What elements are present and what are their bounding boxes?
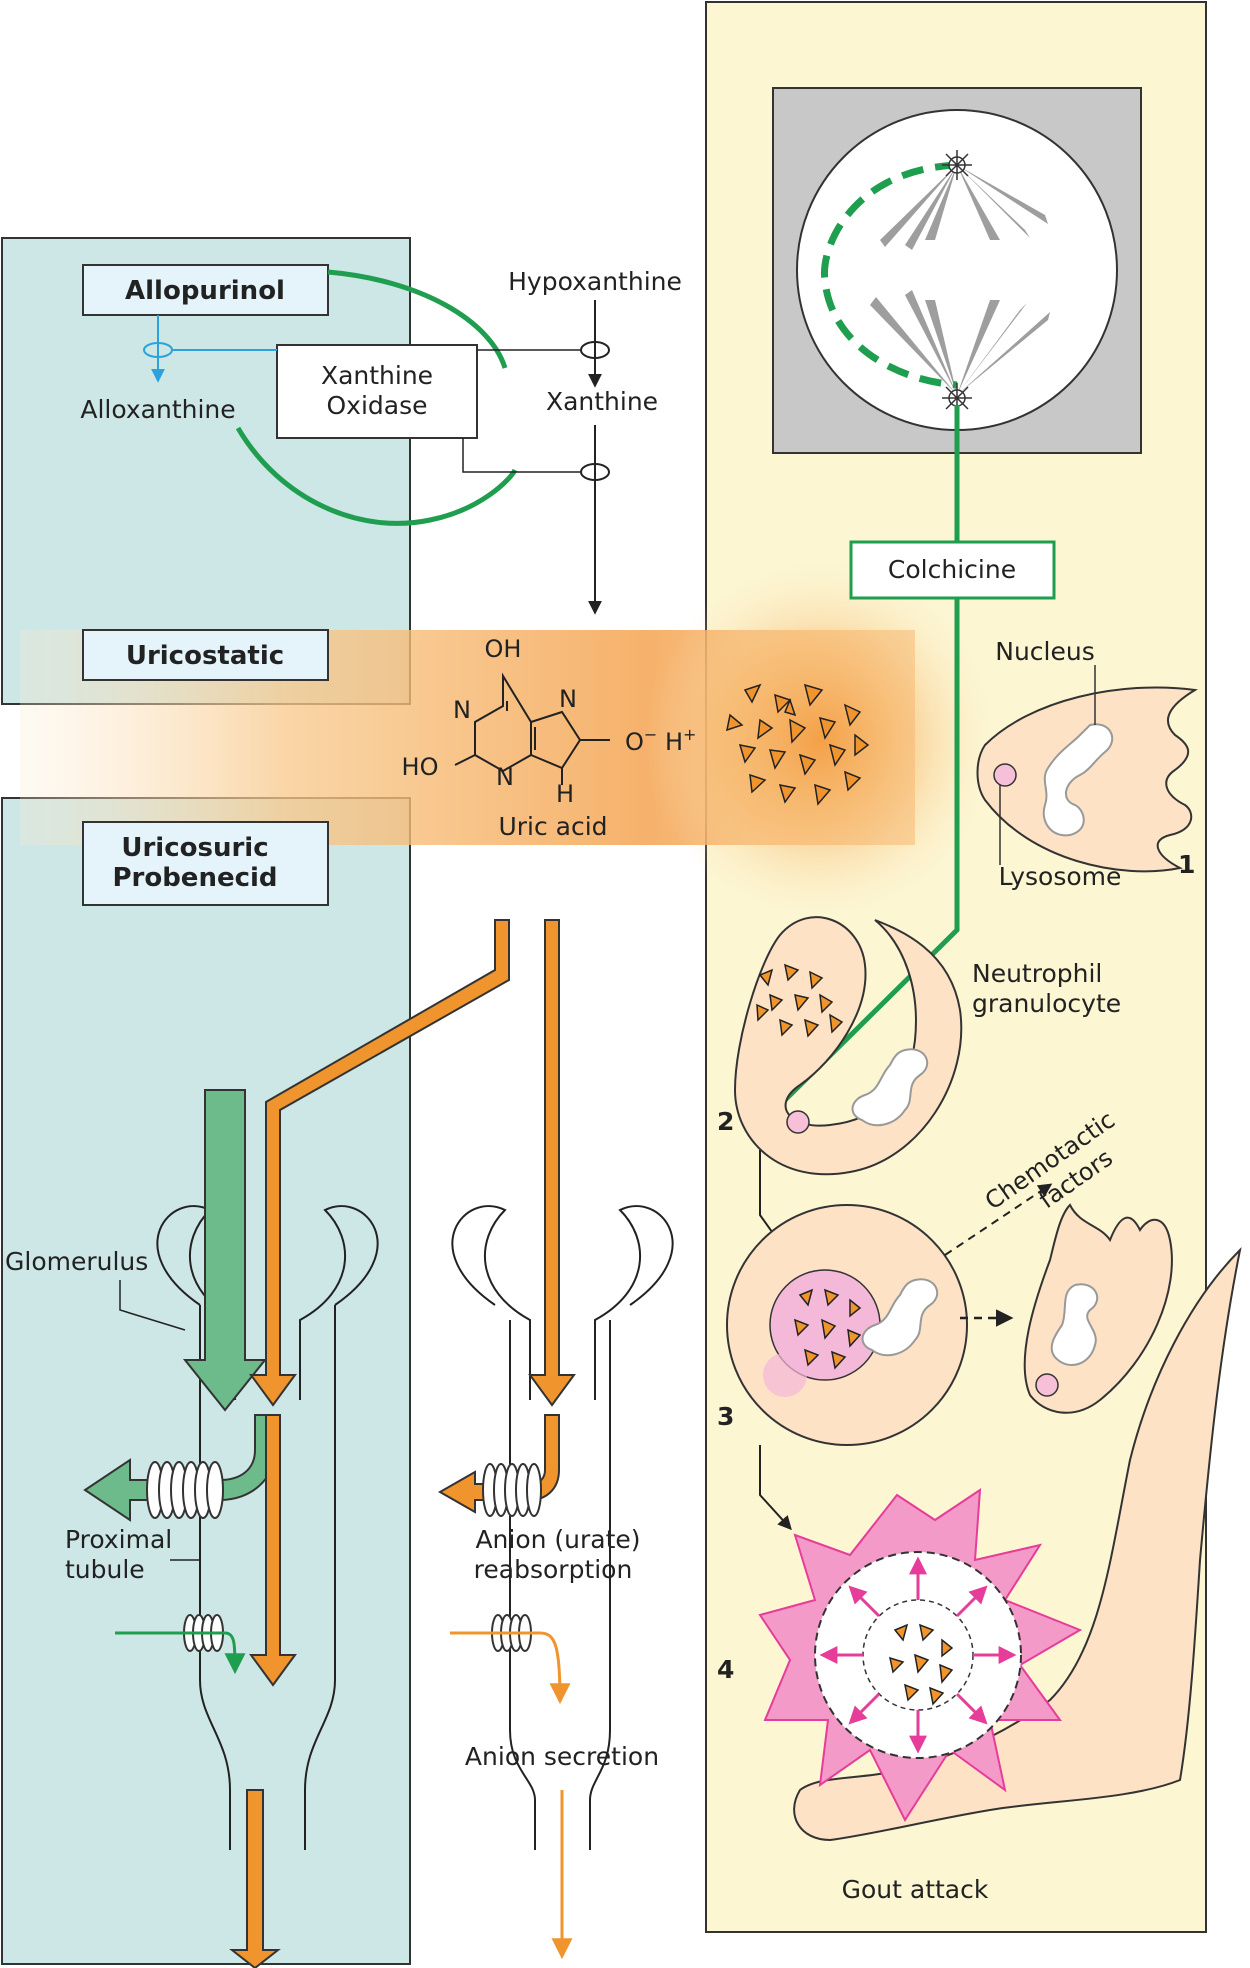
urate-in-tubule-left	[249, 1414, 297, 1687]
allopurinol-inhibition-arc	[327, 269, 508, 369]
cell-3-nucleus	[861, 1278, 939, 1357]
arrow-3-to-4	[759, 1445, 792, 1531]
glomerulus-capsule-right	[451, 1205, 674, 1400]
urate-crystals	[726, 683, 870, 806]
n3-label: N	[496, 763, 514, 791]
n1-label: N	[453, 696, 471, 724]
gout-attack-label: Gout attack	[842, 1875, 989, 1904]
uric-acid-glow	[645, 560, 995, 920]
neutrophil-lysosome	[786, 1110, 810, 1134]
xanthine-oxidase-line1: Xanthine	[321, 361, 433, 390]
h-bottom-label: H	[556, 780, 574, 808]
o-minus-label: O−	[625, 725, 657, 756]
xanthine-oxidase-line2: Oxidase	[326, 391, 427, 420]
reabsorption-label-2: reabsorption	[474, 1555, 633, 1584]
allopurinol-label: Allopurinol	[125, 276, 285, 306]
alloxanthine-inhibition-arc	[235, 426, 518, 526]
xo-link-2	[462, 438, 581, 473]
reabsorption-transporter-right	[482, 1463, 542, 1517]
proximal-label-1: Proximal	[65, 1525, 172, 1554]
probenecid-arrow	[182, 1089, 268, 1412]
lysosome-dot	[993, 763, 1017, 787]
tubule-walls-right	[509, 1320, 611, 1850]
recruited-lysosome	[1035, 1373, 1059, 1397]
h-plus-label: H+	[665, 725, 696, 756]
step-1-label: 1	[1178, 850, 1195, 879]
macrophage-cell	[976, 686, 1198, 873]
allopurinol-box	[82, 264, 329, 316]
inflammation-arrows	[819, 1556, 1017, 1754]
crystal-deposit	[862, 1599, 974, 1711]
spindle-fibers	[870, 165, 1050, 395]
colchicine-box	[849, 540, 1056, 600]
cell-3-crystals	[793, 1288, 862, 1370]
foot-outline	[793, 1246, 1242, 1842]
secretion-transporter-left	[183, 1614, 224, 1652]
xanthine-oxidase-box	[276, 344, 478, 439]
uricostatic-box	[82, 629, 329, 681]
step-4-label: 4	[717, 1655, 734, 1684]
tubule-walls-left	[199, 1305, 336, 1850]
neutrophil-nucleus	[851, 1048, 929, 1127]
uricosuric-line2: Probenecid	[112, 863, 277, 893]
uric-acid-structure	[454, 672, 610, 785]
oh-top-label: OH	[485, 635, 522, 663]
chromosome-arc	[820, 161, 958, 389]
uricosuric-box	[82, 821, 329, 906]
glomerulus-pointer	[119, 1280, 186, 1331]
urate-flow-left	[249, 919, 510, 1407]
secretion-label: Anion secretion	[465, 1742, 659, 1771]
minus-superscript: −	[644, 725, 657, 744]
xanthine-label: Xanthine	[546, 387, 658, 416]
urate-excretion-left	[229, 1789, 281, 1968]
reabsorption-transporter-left	[146, 1461, 224, 1519]
chemotactic-arrow	[944, 1183, 1053, 1256]
neutrophil-label-1: Neutrophil	[972, 959, 1102, 988]
urate-flow-right	[528, 919, 576, 1407]
uricostatic-label: Uricostatic	[126, 641, 284, 671]
centrosome-top	[942, 150, 972, 180]
phagocytosed-crystals	[756, 963, 844, 1038]
plus-superscript: +	[683, 725, 696, 744]
step-2-label: 2	[717, 1107, 734, 1136]
glomerulus-label: Glomerulus	[5, 1247, 148, 1276]
uricosuric-line1: Uricosuric	[121, 833, 268, 863]
uric-acid-label: Uric acid	[498, 812, 607, 841]
reabsorption-label-1: Anion (urate)	[475, 1525, 640, 1554]
n2-label: N	[559, 685, 577, 713]
lysosome-burst	[763, 1353, 807, 1397]
ho-label: HO	[402, 753, 439, 781]
alloxanthine-label: Alloxanthine	[80, 395, 235, 424]
step-3-label: 3	[717, 1402, 734, 1431]
colchicine-label: Colchicine	[888, 555, 1016, 584]
deposit-crystals	[888, 1623, 954, 1706]
lysosome-label: Lysosome	[999, 862, 1122, 891]
hypoxanthine-label: Hypoxanthine	[508, 267, 682, 296]
centrosome-bottom	[942, 383, 972, 413]
secretion-arrow-green	[115, 1631, 246, 1675]
nucleus-label: Nucleus	[995, 637, 1095, 666]
proximal-label-2: tubule	[65, 1555, 145, 1584]
macrophage-nucleus	[1042, 723, 1114, 837]
recruited-nucleus	[1050, 1283, 1099, 1366]
neutrophil-label-2: granulocyte	[972, 989, 1121, 1018]
secretion-arrow-orange	[450, 1631, 571, 1705]
